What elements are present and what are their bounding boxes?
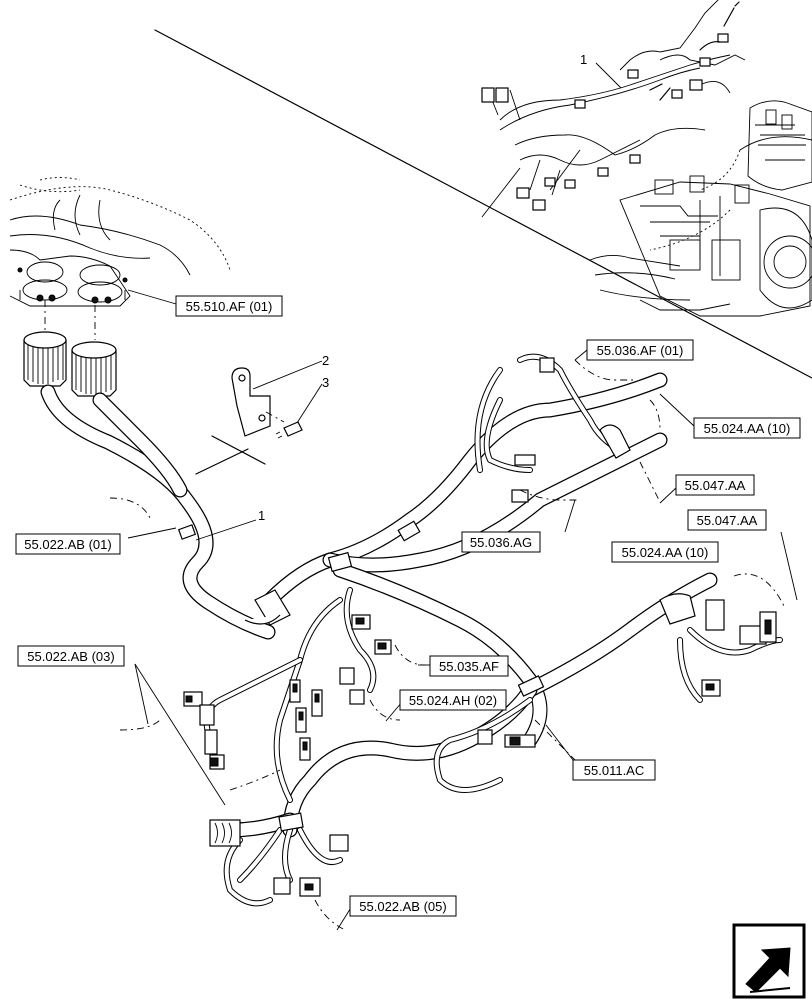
label-55-510-af: 55.510.AF (01)	[175, 295, 283, 317]
branch-connectors	[183, 599, 777, 897]
label-55-022-ab-03: 55.022.AB (03)	[17, 645, 125, 667]
svg-text:55.035.AF: 55.035.AF	[439, 659, 499, 674]
svg-text:55.036.AG: 55.036.AG	[470, 535, 532, 550]
main-connectors	[23, 331, 117, 397]
svg-text:55.047.AA: 55.047.AA	[697, 513, 758, 528]
svg-text:55.022.AB (03): 55.022.AB (03)	[27, 649, 114, 664]
svg-text:55.024.AA (10): 55.024.AA (10)	[622, 545, 709, 560]
bracket-assembly: 2 3	[231, 353, 329, 439]
svg-text:55.011.AC: 55.011.AC	[584, 763, 644, 778]
label-55-036-af: 55.036.AF (01)	[586, 339, 694, 361]
svg-text:55.022.AB (05): 55.022.AB (05)	[359, 899, 446, 914]
svg-text:55.022.AB (01): 55.022.AB (01)	[24, 537, 111, 552]
label-55-022-ab-01: 55.022.AB (01)	[15, 533, 121, 555]
reference-labels: 55.510.AF (01) 55.036.AF (01) 55.024.AA …	[15, 295, 801, 917]
harness-wires	[203, 353, 783, 907]
callout-1-mid: 1	[258, 508, 265, 523]
break-symbol	[195, 435, 266, 475]
label-55-022-ab-05: 55.022.AB (05)	[349, 895, 457, 917]
label-55-024-aa-mid: 55.024.AA (10)	[611, 541, 719, 563]
svg-text:55.036.AF (01): 55.036.AF (01)	[597, 343, 684, 358]
label-55-047-aa-b: 55.047.AA	[687, 509, 767, 531]
callout-1-top: 1	[580, 52, 587, 67]
engine-mount-view	[9, 177, 231, 340]
label-55-035-af: 55.035.AF	[429, 655, 509, 677]
svg-text:55.024.AA (10): 55.024.AA (10)	[704, 421, 791, 436]
label-55-047-aa-a: 55.047.AA	[675, 474, 755, 496]
harness-clips	[177, 357, 696, 832]
callout-2: 2	[322, 353, 329, 368]
callout-3: 3	[322, 375, 329, 390]
label-55-011-ac: 55.011.AC	[572, 759, 656, 781]
inset-engine-view: 1	[481, 0, 812, 317]
label-55-024-ah: 55.024.AH (02)	[399, 689, 507, 711]
inset-separator-line	[154, 29, 812, 379]
label-55-036-ag: 55.036.AG	[461, 531, 541, 553]
next-page-arrow-icon[interactable]	[732, 923, 806, 999]
svg-text:55.047.AA: 55.047.AA	[685, 478, 746, 493]
svg-text:55.510.AF (01): 55.510.AF (01)	[186, 299, 273, 314]
svg-text:55.024.AH (02): 55.024.AH (02)	[409, 693, 497, 708]
label-55-024-aa-top: 55.024.AA (10)	[693, 417, 801, 439]
